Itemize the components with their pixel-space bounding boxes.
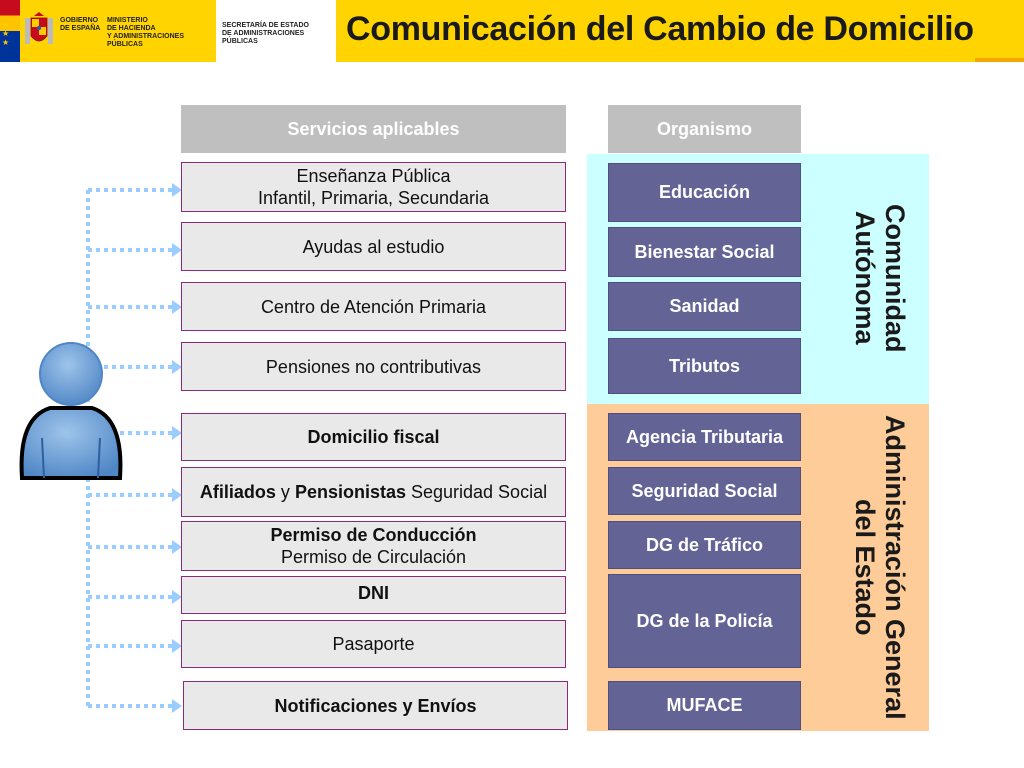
- organism-column-header: Organismo: [608, 105, 801, 153]
- eu-stars-icon: ★★★: [2, 20, 10, 47]
- organism-agencia-tributaria: Agencia Tributaria: [608, 413, 801, 461]
- service-afiliados-pensionistas: Afiliados y Pensionistas Seguridad Socia…: [181, 467, 566, 517]
- service-permisos: Permiso de Conducción Permiso de Circula…: [181, 521, 566, 571]
- orange-accent: [975, 58, 1024, 62]
- organism-muface: MUFACE: [608, 681, 801, 730]
- organism-educacion: Educación: [608, 163, 801, 222]
- coat-of-arms-icon: [25, 12, 53, 44]
- page-title: Comunicación del Cambio de Domicilio: [346, 10, 974, 48]
- service-pasaporte: Pasaporte: [181, 620, 566, 668]
- service-centro-atencion-primaria: Centro de Atención Primaria: [181, 282, 566, 331]
- service-domicilio-fiscal: Domicilio fiscal: [181, 413, 566, 461]
- organism-sanidad: Sanidad: [608, 282, 801, 331]
- service-pensiones-no-contributivas: Pensiones no contributivas: [181, 342, 566, 391]
- person-icon: [19, 342, 123, 480]
- ministry-label: MINISTERIO DE HACIENDA Y ADMINISTRACIONE…: [107, 17, 185, 48]
- service-notificaciones-envios: Notificaciones y Envíos: [183, 681, 568, 730]
- service-ensenanza-publica: Enseñanza Pública Infantil, Primaria, Se…: [181, 162, 566, 212]
- organism-seguridad-social: Seguridad Social: [608, 467, 801, 515]
- header-bar: [0, 0, 1024, 62]
- age-label: Administración General del Estado: [850, 415, 910, 720]
- service-ayudas-estudio: Ayudas al estudio: [181, 222, 566, 271]
- organism-dg-policia: DG de la Policía: [608, 574, 801, 668]
- secretary-label: SECRETARÍA DE ESTADO DE ADMINISTRACIONES…: [222, 22, 309, 45]
- services-column-header: Servicios aplicables: [181, 105, 566, 153]
- organism-tributos: Tributos: [608, 338, 801, 394]
- organism-dg-trafico: DG de Tráfico: [608, 521, 801, 569]
- comunidad-autonoma-label: Comunidad Autónoma: [850, 203, 910, 353]
- flag-strip: [0, 0, 20, 62]
- organism-bienestar-social: Bienestar Social: [608, 227, 801, 277]
- government-label: GOBIERNO DE ESPAÑA: [60, 17, 101, 32]
- service-dni: DNI: [181, 576, 566, 614]
- secretary-box: [216, 0, 336, 62]
